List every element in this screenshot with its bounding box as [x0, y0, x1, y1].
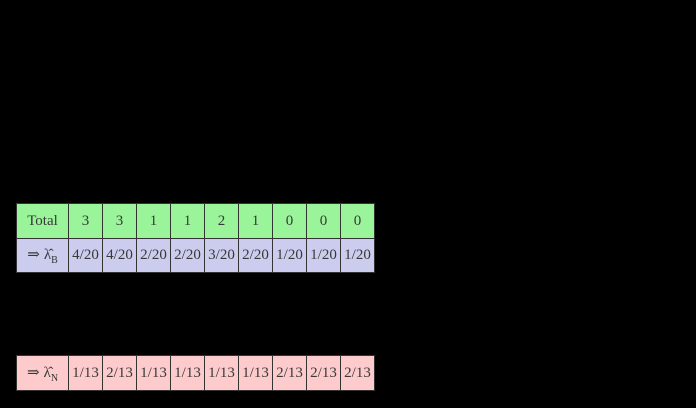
total-cell: 3: [102, 203, 137, 239]
table-row-lambda-n: ⇒λ̂N 1/13 2/13 1/13 1/13 1/13 1/13 2/13 …: [16, 355, 375, 391]
lambda-n-cell: 2/13: [340, 355, 375, 391]
lambda-b-row-label: ⇒λ̂B: [16, 238, 69, 273]
lambda-n-cell: 1/13: [136, 355, 171, 391]
lambda-n-table: ⇒λ̂N 1/13 2/13 1/13 1/13 1/13 1/13 2/13 …: [16, 355, 375, 391]
lambda-subscript: B: [51, 255, 58, 266]
lambda-b-cell: 2/20: [238, 238, 273, 273]
total-cell: 1: [238, 203, 273, 239]
lambda-n-cell: 2/13: [102, 355, 137, 391]
lambda-b-cell: 2/20: [136, 238, 171, 273]
lambda-b-cell: 4/20: [68, 238, 103, 273]
lambda-b-cell: 2/20: [170, 238, 205, 273]
lambda-hat-symbol: λ̂: [43, 247, 52, 263]
lambda-n-cell: 1/13: [238, 355, 273, 391]
counts-estimates-table: Total 3 3 1 1 2 1 0 0 0 ⇒λ̂B 4/20 4/20 2…: [16, 203, 375, 273]
lambda-hat-symbol: λ̂: [43, 364, 51, 381]
lambda-b-cell: 1/20: [306, 238, 341, 273]
lambda-n-row-label: ⇒λ̂N: [16, 355, 69, 391]
total-cell: 0: [306, 203, 341, 239]
lambda-n-cell: 1/13: [68, 355, 103, 391]
lambda-b-cell: 1/20: [272, 238, 307, 273]
total-cell: 1: [136, 203, 171, 239]
implies-icon: ⇒: [26, 364, 40, 381]
total-cell: 1: [170, 203, 205, 239]
total-cell: 0: [340, 203, 375, 239]
lambda-b-cell: 3/20: [204, 238, 239, 273]
lambda-n-cell: 2/13: [272, 355, 307, 391]
table-row-lambda-b: ⇒λ̂B 4/20 4/20 2/20 2/20 3/20 2/20 1/20 …: [16, 238, 375, 273]
total-cell: 3: [68, 203, 103, 239]
total-row-label: Total: [16, 203, 69, 239]
table-row-total: Total 3 3 1 1 2 1 0 0 0: [16, 203, 375, 239]
total-cell: 0: [272, 203, 307, 239]
implies-icon: ⇒: [27, 247, 40, 263]
lambda-b-cell: 1/20: [340, 238, 375, 273]
lambda-n-cell: 2/13: [306, 355, 341, 391]
lambda-b-cell: 4/20: [102, 238, 137, 273]
lambda-n-cell: 1/13: [204, 355, 239, 391]
lambda-subscript: N: [50, 372, 59, 384]
total-cell: 2: [204, 203, 239, 239]
lambda-n-cell: 1/13: [170, 355, 205, 391]
